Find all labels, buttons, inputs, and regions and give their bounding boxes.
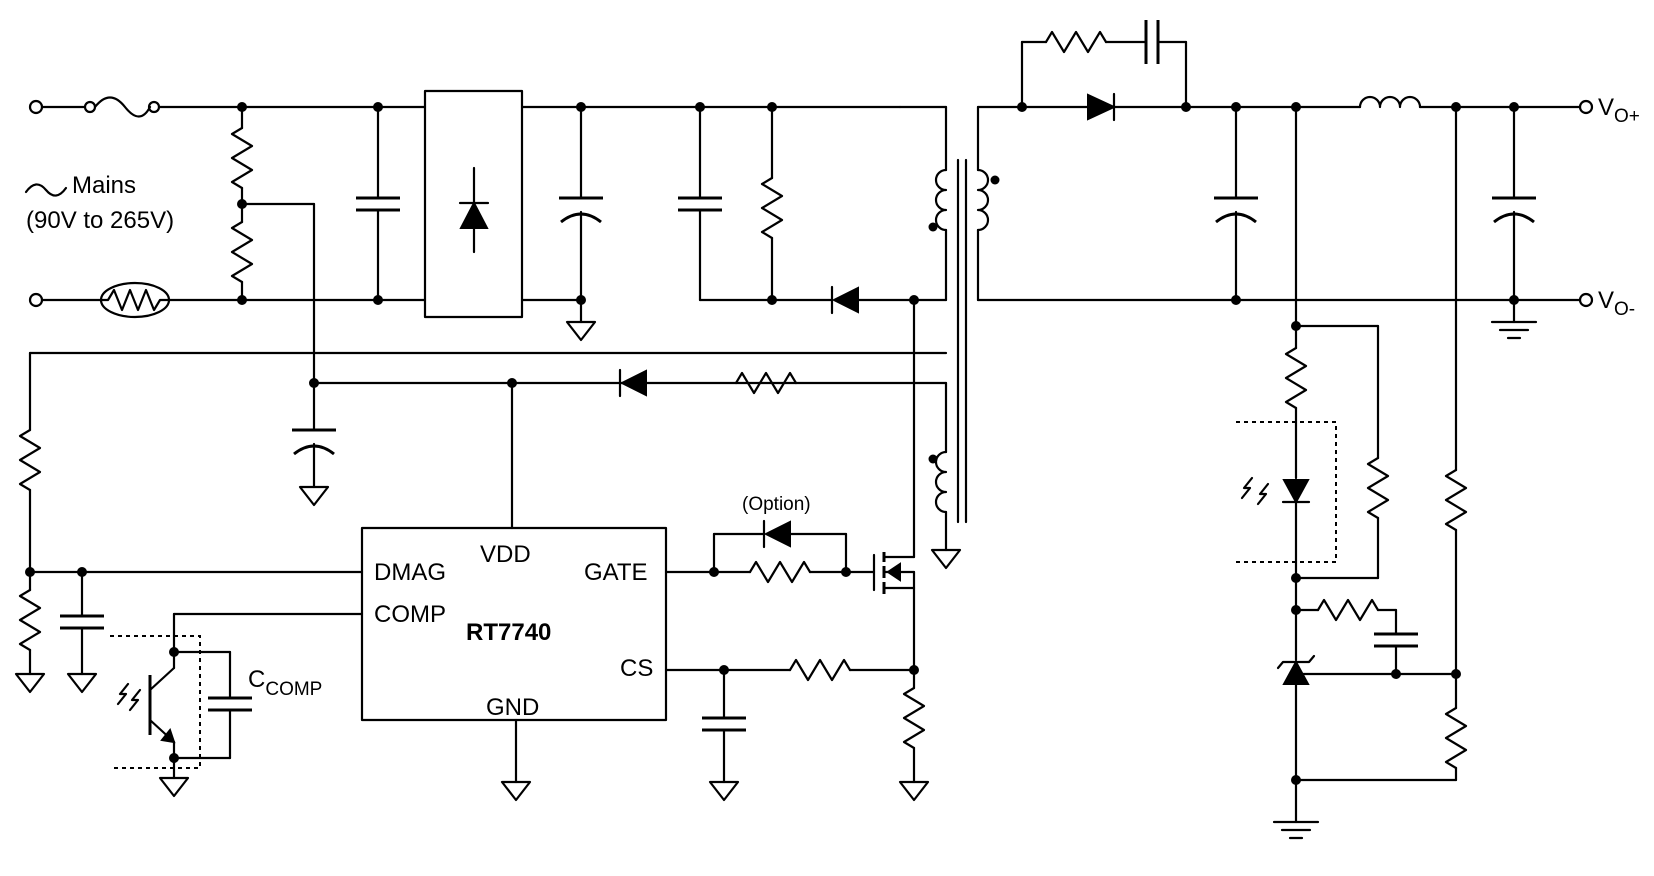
- dmag-divider: [14, 428, 364, 694]
- chip-name: RT7740: [466, 619, 551, 646]
- mains-input: Mains (90V to 265V): [24, 96, 427, 319]
- opto-emit-icon: [1240, 476, 1270, 506]
- rcd-snubber: [678, 102, 948, 315]
- vout-neg-terminal: [1578, 292, 1594, 308]
- current-sense: [664, 658, 930, 802]
- ccomp-label: CCOMP: [248, 666, 322, 700]
- mains-range-label: (90V to 265V): [26, 207, 174, 234]
- feedback-network: [1236, 105, 1468, 840]
- fuse: [83, 96, 161, 118]
- output-terminals: VO+ VO-: [1578, 94, 1640, 320]
- bridge-rectifier: [423, 89, 524, 319]
- pin-gnd: GND: [486, 694, 539, 721]
- ground-icon: [66, 672, 98, 694]
- shunt-regulator: [1276, 654, 1458, 782]
- option-label: (Option): [742, 494, 811, 515]
- input-divider: [230, 102, 316, 387]
- transformer: [898, 105, 1000, 570]
- bulk-capacitor: [520, 102, 902, 342]
- mains-terminal-neutral: [28, 292, 44, 308]
- ac-wave-icon: [24, 183, 68, 197]
- pin-comp: COMP: [374, 601, 446, 628]
- ground-icon: [14, 672, 46, 694]
- pin-gate: GATE: [584, 559, 648, 586]
- secondary-rectifier: [976, 20, 1582, 305]
- comp-network: CCOMP: [110, 612, 364, 798]
- x-capacitor: [356, 102, 400, 305]
- ground-icon: [898, 780, 930, 802]
- power-mosfet: [872, 298, 916, 672]
- opto-receive-icon: [116, 682, 142, 712]
- ground-icon: [565, 320, 597, 342]
- ground-icon: [158, 776, 190, 798]
- pin-dmag: DMAG: [374, 559, 446, 586]
- vdd-supply: [28, 351, 948, 530]
- ground-icon: [708, 780, 740, 802]
- output-filter: [1291, 95, 1582, 340]
- vout-pos-label: VO+: [1598, 94, 1640, 127]
- vout-pos-terminal: [1578, 99, 1594, 115]
- gate-drive: (Option): [664, 494, 876, 584]
- ntc-thermistor: [98, 281, 172, 319]
- vout-neg-label: VO-: [1598, 287, 1635, 320]
- mains-terminal-line: [28, 99, 44, 115]
- ground-icon: [298, 485, 330, 507]
- pin-vdd: VDD: [480, 541, 531, 568]
- mains-label: Mains: [72, 172, 136, 199]
- ground-icon: [500, 780, 532, 802]
- pin-cs: CS: [620, 655, 653, 682]
- rt7740-controller: VDD DMAG COMP GATE CS GND RT7740: [360, 526, 668, 802]
- ground-icon: [930, 548, 962, 570]
